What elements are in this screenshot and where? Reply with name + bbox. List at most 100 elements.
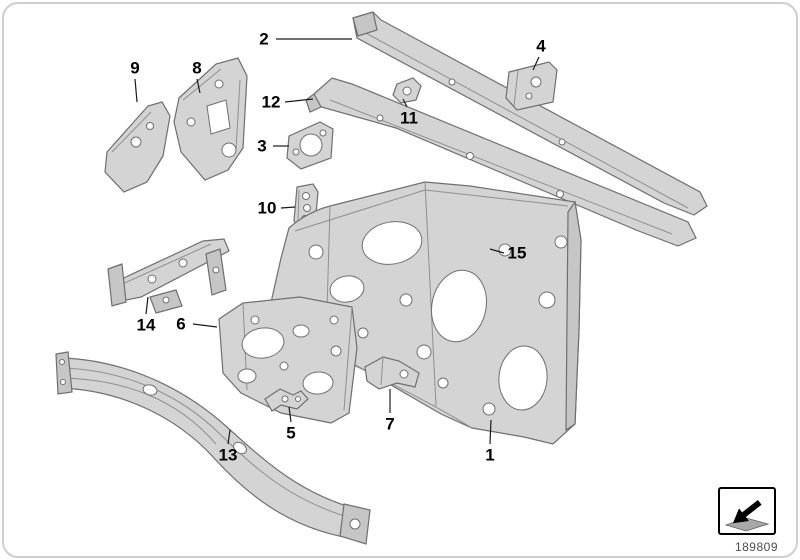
part-hole bbox=[60, 379, 66, 385]
part-2-cowl-strip bbox=[352, 11, 708, 216]
part-hole bbox=[162, 296, 170, 304]
part-hole bbox=[142, 384, 158, 396]
part-4-fold-line bbox=[513, 69, 519, 107]
part-12-cowl-panel bbox=[305, 77, 697, 247]
part-hole bbox=[498, 345, 548, 411]
callout-14[interactable]: 14 bbox=[136, 315, 156, 335]
part-7-fold-line bbox=[380, 356, 384, 386]
callout-7[interactable]: 7 bbox=[385, 414, 395, 434]
part-9-side-panel bbox=[104, 101, 171, 193]
part-hole bbox=[281, 395, 289, 403]
part-hole bbox=[416, 344, 432, 360]
callout-5[interactable]: 5 bbox=[286, 423, 296, 443]
part-hole bbox=[146, 122, 154, 130]
part-6-fold-line bbox=[343, 306, 353, 411]
part-8-side-panel bbox=[173, 57, 248, 181]
part-13-flange-line bbox=[61, 367, 359, 521]
part-hole bbox=[241, 327, 285, 359]
part-hole bbox=[558, 138, 566, 146]
part-8-fold-line bbox=[182, 68, 222, 101]
part-3-plate bbox=[286, 121, 334, 170]
part-hole bbox=[147, 274, 157, 284]
part-hole bbox=[402, 86, 412, 96]
part-hole bbox=[330, 345, 342, 357]
part-hole bbox=[525, 92, 533, 100]
part-1-dash-panel bbox=[267, 181, 582, 445]
part-hole bbox=[556, 190, 564, 198]
part-hole bbox=[302, 192, 310, 200]
part-2-end-cap bbox=[352, 11, 378, 37]
part-hole bbox=[303, 204, 311, 212]
callout-2[interactable]: 2 bbox=[259, 29, 269, 49]
part-hole bbox=[319, 129, 327, 137]
part-14-fold-line bbox=[117, 243, 212, 287]
part-hole bbox=[130, 136, 142, 148]
part-5-clip-bracket bbox=[264, 388, 309, 412]
part-hole bbox=[466, 152, 474, 160]
part-hole bbox=[431, 269, 487, 343]
part-hole bbox=[308, 244, 324, 260]
part-1-right-flange bbox=[565, 200, 582, 432]
part-hole bbox=[399, 369, 409, 379]
callout-10[interactable]: 10 bbox=[257, 198, 277, 218]
part-hole bbox=[399, 293, 413, 307]
part-4-outline bbox=[505, 61, 558, 111]
part-4-support-plate bbox=[505, 61, 558, 111]
callout-6[interactable]: 6 bbox=[176, 314, 186, 334]
callout-4[interactable]: 4 bbox=[536, 36, 546, 56]
callout-12[interactable]: 12 bbox=[261, 92, 281, 112]
callout-1[interactable]: 1 bbox=[485, 445, 495, 465]
part-10-fold-line bbox=[297, 189, 300, 223]
overview-arrow-shape bbox=[732, 500, 762, 524]
part-hole bbox=[329, 275, 365, 303]
part-hole bbox=[237, 368, 257, 384]
part-hole bbox=[437, 377, 449, 389]
part-hole bbox=[279, 361, 289, 371]
diagram-id: 189809 bbox=[734, 540, 778, 554]
part-11-bracket bbox=[392, 77, 422, 104]
part-hole bbox=[530, 76, 542, 88]
callout-11[interactable]: 11 bbox=[400, 108, 418, 128]
part-hole bbox=[214, 79, 224, 89]
callout-13[interactable]: 13 bbox=[218, 445, 238, 465]
overview-thumbnail-button[interactable] bbox=[718, 487, 776, 535]
part-hole bbox=[221, 142, 237, 158]
part-hole bbox=[292, 148, 300, 156]
callout-9[interactable]: 9 bbox=[130, 58, 140, 78]
part-hole bbox=[233, 441, 247, 455]
part-hole bbox=[376, 114, 384, 122]
part-6-front-panel bbox=[218, 296, 358, 424]
part-hole bbox=[448, 78, 456, 86]
part-hole bbox=[59, 359, 65, 365]
part-hole bbox=[538, 291, 556, 309]
part-hole bbox=[250, 315, 260, 325]
part-hole bbox=[206, 99, 231, 135]
part-hole bbox=[329, 315, 339, 325]
part-9-fold-line bbox=[111, 111, 152, 153]
part-2-fold-line bbox=[361, 30, 689, 209]
callout-8[interactable]: 8 bbox=[192, 58, 202, 78]
part-hole bbox=[299, 133, 323, 157]
part-hole bbox=[186, 117, 196, 127]
part-12-outline bbox=[313, 77, 697, 247]
part-2-outline bbox=[352, 11, 708, 216]
part-14-end-plate bbox=[107, 263, 127, 307]
part-hole bbox=[482, 402, 496, 416]
part-13-side-member bbox=[55, 351, 371, 545]
part-hole bbox=[302, 371, 334, 395]
part-hole bbox=[295, 396, 301, 402]
part-7-bracket bbox=[364, 356, 420, 390]
part-hole bbox=[212, 266, 220, 274]
part-8-fold-line bbox=[235, 79, 241, 151]
part-hole bbox=[361, 221, 423, 265]
callout-3[interactable]: 3 bbox=[257, 136, 267, 156]
part-hole bbox=[357, 327, 369, 339]
part-1-edge-line bbox=[424, 181, 437, 407]
part-hole bbox=[178, 258, 188, 268]
callout-15[interactable]: 15 bbox=[507, 243, 527, 263]
part-14-support-rail bbox=[107, 238, 230, 314]
part-hole bbox=[554, 235, 568, 249]
part-hole bbox=[292, 324, 310, 338]
